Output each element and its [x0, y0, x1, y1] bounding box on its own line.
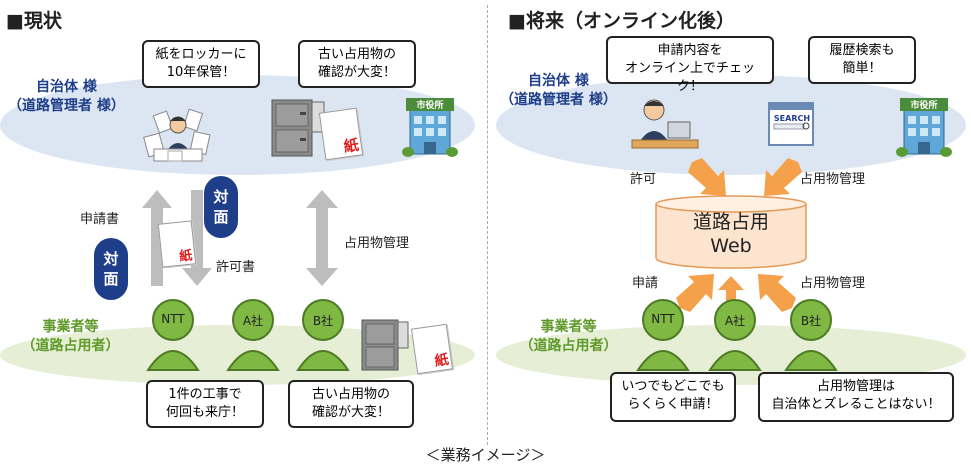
person-a-right-label: A社 — [724, 314, 746, 328]
city-hall-icon-right — [896, 98, 952, 157]
right-biz-label: 事業者等 （道路占用者） — [506, 318, 631, 356]
person-b-icon — [296, 299, 350, 371]
right-bubble-anytime: いつでもどこでも らくらく申請！ — [610, 372, 736, 422]
left-bubble-old-occupancy-bottom-line1: 古い占用物の — [311, 387, 390, 402]
paper-mark-center: 紙 — [178, 248, 194, 265]
permit-return-arrow-icon — [182, 190, 212, 286]
right-gov-label: 自治体 様 （道路管理者 様） — [500, 72, 617, 110]
right-permit-label: 許可 — [630, 172, 657, 187]
face-to-face-char1: 対 — [213, 188, 229, 206]
right-gov-label-line2: （道路管理者 様） — [500, 92, 617, 108]
person-a-icon — [226, 299, 280, 371]
left-bubble-locker-line1: 紙をロッカーに — [155, 47, 247, 62]
buried-in-paper-worker-icon — [143, 108, 211, 162]
left-biz-label: 事業者等 （道路占用者） — [8, 318, 133, 356]
bottom-up-arrow-icon — [718, 276, 744, 306]
search-text: SEARCH — [773, 114, 811, 123]
left-gov-label-line1: 自治体 様 — [36, 79, 97, 95]
left-bubble-old-occupancy-line2: 確認が大変！ — [317, 65, 396, 80]
web-system-cylinder-icon — [655, 195, 807, 269]
person-ntt-icon — [146, 299, 200, 371]
locker-icon — [271, 99, 325, 157]
person-a-right-icon — [708, 299, 762, 371]
left-bubble-old-occupancy: 古い占用物の 確認が大変！ — [298, 40, 416, 88]
right-bubble-history-search-line2: 簡単！ — [842, 61, 882, 76]
left-top-document: 紙 — [318, 107, 364, 161]
person-b-right-icon — [784, 299, 838, 371]
face-to-face-badge-lower: 対 面 — [94, 238, 128, 300]
left-bubble-many-visits-line1: 1件の工事で — [168, 387, 242, 402]
right-bubble-anytime-line2: らくらく申請！ — [627, 397, 719, 412]
city-hall-icon — [402, 98, 458, 157]
web-system-line1: 道路占用 — [692, 211, 769, 233]
right-bubble-anytime-line1: いつでもどこでも — [621, 379, 725, 394]
paper-mark-bottom: 紙 — [433, 351, 450, 370]
submit-arrow-icon — [142, 190, 172, 286]
left-bubble-old-occupancy-line1: 古い占用物の — [317, 47, 396, 62]
right-bubble-no-mismatch: 占用物管理は 自治体とズレることはない！ — [758, 372, 954, 422]
right-gov-area — [496, 75, 966, 175]
center-document: 紙 — [157, 220, 197, 268]
left-gov-label-line2: （道路管理者 様） — [8, 98, 125, 114]
city-hall-sign-left: 市役所 — [416, 101, 444, 111]
occupancy-arrow-up-icon — [758, 274, 796, 312]
right-apply-label: 申請 — [632, 276, 659, 291]
web-system-line2: Web — [710, 235, 752, 257]
left-biz-label-line1: 事業者等 — [42, 319, 99, 335]
face-to-face-badge-upper: 対 面 — [204, 176, 238, 238]
person-ntt-right-icon — [636, 299, 690, 371]
application-label: 申請書 — [80, 212, 120, 227]
right-gov-label-line1: 自治体 様 — [528, 73, 589, 89]
right-bubble-online-check: 申請内容を オンライン上でチェック！ — [606, 36, 774, 94]
web-system-label: 道路占用 Web — [654, 210, 808, 258]
right-bubble-no-mismatch-line2: 自治体とズレることはない！ — [771, 397, 941, 412]
person-a-label: A社 — [242, 314, 264, 328]
left-heading: ■現状 — [6, 10, 62, 32]
city-hall-sign-right: 市役所 — [910, 101, 938, 111]
left-bubble-many-visits-line2: 何回も来庁！ — [165, 405, 244, 420]
right-occupancy-top-label: 占用物管理 — [800, 172, 866, 187]
left-gov-label: 自治体 様 （道路管理者 様） — [8, 78, 125, 116]
person-ntt-label: NTT — [161, 312, 185, 326]
right-bubble-online-check-line1: 申請内容を — [657, 43, 723, 58]
face-to-face-char2-b: 面 — [103, 270, 119, 288]
left-gov-area — [0, 75, 475, 175]
face-to-face-char2: 面 — [213, 208, 229, 226]
right-bubble-online-check-line2: オンライン上でチェック！ — [624, 61, 755, 94]
left-bubble-old-occupancy-bottom-line2: 確認が大変！ — [311, 405, 390, 420]
left-bubble-locker: 紙をロッカーに 10年保管！ — [142, 40, 260, 88]
worker-at-computer-icon — [631, 99, 699, 149]
caption: ＜業務イメージ＞ — [425, 446, 546, 464]
permit-label: 許可書 — [216, 260, 256, 275]
locker-bottom-icon — [361, 319, 409, 371]
occupancy-bidirectional-arrow-icon — [306, 190, 338, 286]
left-bubble-many-visits: 1件の工事で 何回も来庁！ — [146, 380, 264, 428]
right-bubble-history-search: 履歴検索も 簡単！ — [808, 36, 916, 84]
person-ntt-right-label: NTT — [651, 312, 675, 326]
search-window-icon — [768, 102, 814, 146]
face-to-face-char1-b: 対 — [103, 250, 119, 268]
paper-mark: 紙 — [342, 135, 360, 156]
person-b-label: B社 — [312, 314, 334, 328]
right-heading: ■将来（オンライン化後） — [508, 10, 735, 32]
right-bubble-no-mismatch-line1: 占用物管理は — [816, 379, 895, 394]
right-biz-label-line1: 事業者等 — [540, 319, 597, 335]
left-biz-label-line2: （道路占用者） — [21, 338, 120, 354]
left-bubble-locker-line2: 10年保管！ — [166, 65, 236, 80]
permit-arrow-down-icon — [688, 158, 726, 196]
right-occupancy-bottom-label: 占用物管理 — [800, 276, 866, 291]
apply-arrow-up-icon — [676, 274, 714, 312]
left-occupancy-label: 占用物管理 — [344, 236, 410, 251]
bottom-document: 紙 — [410, 323, 454, 375]
person-b-right-label: B社 — [800, 314, 822, 328]
left-bubble-old-occupancy-bottom: 古い占用物の 確認が大変！ — [288, 380, 414, 428]
right-bubble-history-search-line1: 履歴検索も — [829, 43, 895, 58]
center-divider — [487, 5, 488, 445]
right-biz-label-line2: （道路占用者） — [519, 338, 618, 354]
occupancy-arrow-down-icon — [764, 158, 802, 196]
